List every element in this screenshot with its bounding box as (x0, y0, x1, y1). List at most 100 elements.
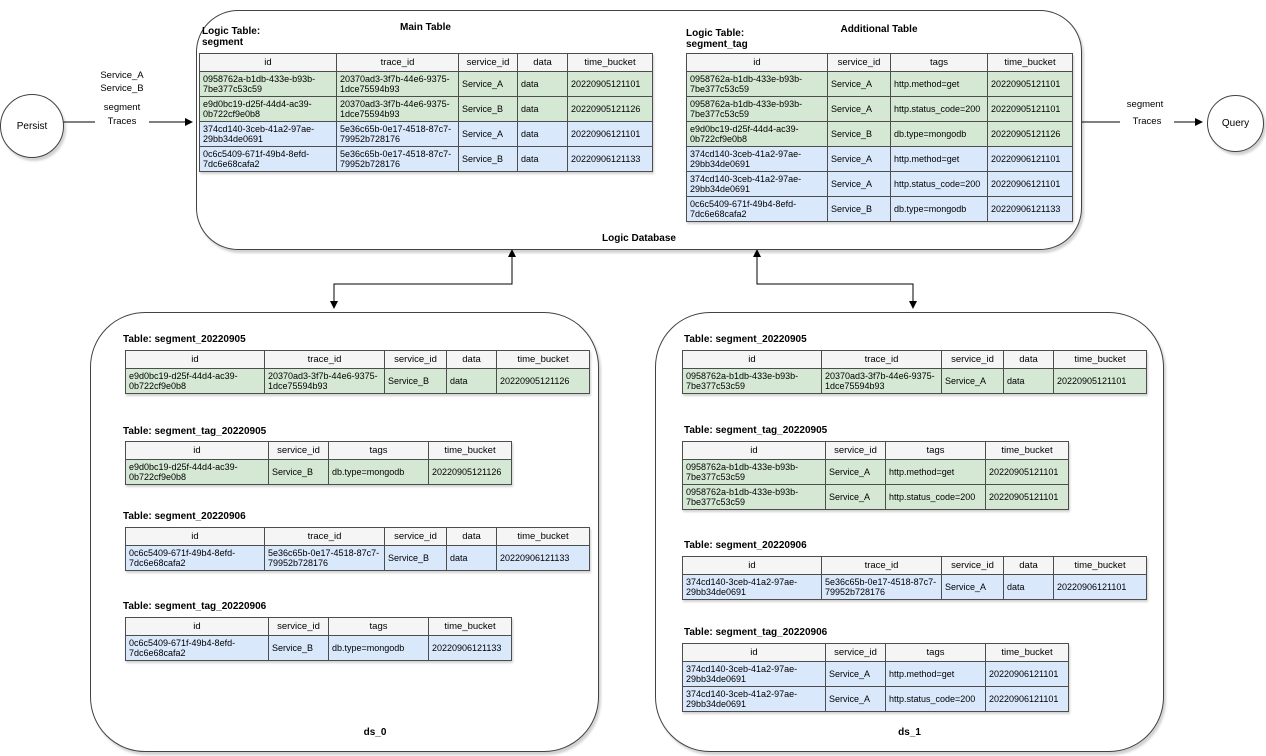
cell: 0c6c5409-671f-49b4-8efd-7dc6e68cafa2 (199, 146, 337, 172)
column-header: time_bucket (567, 53, 653, 72)
cell: e9d0bc19-d25f-44d4-ac39-0b722cf9e0b8 (199, 96, 337, 122)
column-header: data (446, 527, 497, 546)
cell: Service_A (825, 484, 886, 510)
cell: 0958762a-b1db-433e-b93b-7be377c53c59 (682, 368, 822, 394)
cell: 5e36c65b-0e17-4518-87c7-79952b728176 (336, 121, 459, 147)
cell: 374cd140-3ceb-41a2-97ae-29bb34de0691 (199, 121, 337, 147)
column-header: service_id (941, 556, 1004, 575)
column-header: service_id (268, 441, 329, 460)
cell: 20220905121126 (567, 96, 653, 122)
cell: 20220905121126 (987, 121, 1073, 147)
column-header: time_bucket (985, 441, 1069, 460)
query-node: Query (1207, 95, 1264, 152)
cell: Service_A (827, 146, 891, 172)
cell: 20220905121101 (1053, 368, 1147, 394)
column-header: data (1003, 556, 1054, 575)
cell: 0c6c5409-671f-49b4-8efd-7dc6e68cafa2 (125, 635, 269, 661)
persist-edge-services-label: Service_A Service_B (100, 70, 144, 94)
cell: http.method=get (885, 459, 986, 485)
cell: 20220906121133 (987, 196, 1073, 222)
logicdb-ds1-connector (753, 249, 917, 309)
cell: data (1003, 574, 1054, 600)
logic-database-title: Logic Database (602, 233, 676, 244)
cell: 0958762a-b1db-433e-b93b-7be377c53c59 (686, 71, 828, 97)
cell: Service_A (827, 171, 891, 197)
additional-table-logic-label: Logic Table: segment_tag (686, 28, 748, 50)
cell: Service_B (458, 146, 518, 172)
column-header: trace_id (821, 350, 942, 369)
table-label: Table: segment_20220906 (123, 511, 246, 522)
cell: Service_A (825, 661, 886, 687)
column-header: time_bucket (1053, 556, 1147, 575)
column-header: time_bucket (1053, 350, 1147, 369)
column-header: id (125, 617, 269, 636)
query-edge-traces-label: Traces (1120, 116, 1174, 127)
column-header: tags (890, 53, 988, 72)
column-header: tags (328, 441, 429, 460)
column-header: data (517, 53, 568, 72)
cell: http.status_code=200 (890, 171, 988, 197)
table-label: Table: segment_tag_20220905 (123, 426, 267, 437)
cell: 20220905121101 (987, 71, 1073, 97)
column-header: service_id (941, 350, 1004, 369)
cell: http.status_code=200 (890, 96, 988, 122)
cell: db.type=mongodb (328, 459, 429, 485)
column-header: id (682, 441, 826, 460)
cell: http.status_code=200 (885, 686, 986, 712)
column-header: id (125, 527, 265, 546)
cell: 20220906121101 (567, 121, 653, 147)
cell: 20220905121101 (985, 459, 1069, 485)
cell: 0958762a-b1db-433e-b93b-7be377c53c59 (682, 459, 826, 485)
cell: 5e36c65b-0e17-4518-87c7-79952b728176 (264, 545, 385, 571)
cell: 20220906121133 (428, 635, 512, 661)
column-header: time_bucket (496, 527, 590, 546)
cell: 5e36c65b-0e17-4518-87c7-79952b728176 (821, 574, 942, 600)
cell: Service_A (458, 121, 518, 147)
cell: 20220906121101 (987, 171, 1073, 197)
cell: data (446, 368, 497, 394)
column-header: time_bucket (985, 643, 1069, 662)
column-header: service_id (827, 53, 891, 72)
cell: 20370ad3-3f7b-44e6-9375-1dce75594b93 (336, 96, 459, 122)
cell: data (517, 146, 568, 172)
cell: http.method=get (885, 661, 986, 687)
cell: 20220905121126 (496, 368, 590, 394)
cell: Service_B (458, 96, 518, 122)
cell: e9d0bc19-d25f-44d4-ac39-0b722cf9e0b8 (125, 459, 269, 485)
column-header: data (446, 350, 497, 369)
cell: 374cd140-3ceb-41a2-97ae-29bb34de0691 (682, 661, 826, 687)
column-header: id (125, 350, 265, 369)
cell: http.method=get (890, 71, 988, 97)
cell: Service_A (458, 71, 518, 97)
table-label: Table: segment_20220906 (684, 540, 807, 551)
query-node-label: Query (1221, 118, 1250, 129)
cell: 20370ad3-3f7b-44e6-9375-1dce75594b93 (821, 368, 942, 394)
persist-edge-segment-label: segment (103, 102, 141, 113)
cell: data (517, 121, 568, 147)
cell: Service_A (825, 459, 886, 485)
table-label: Table: segment_20220905 (123, 334, 246, 345)
cell: 374cd140-3ceb-41a2-97ae-29bb34de0691 (686, 171, 828, 197)
logicdb-ds0-connector (330, 249, 516, 309)
column-header: id (125, 441, 269, 460)
